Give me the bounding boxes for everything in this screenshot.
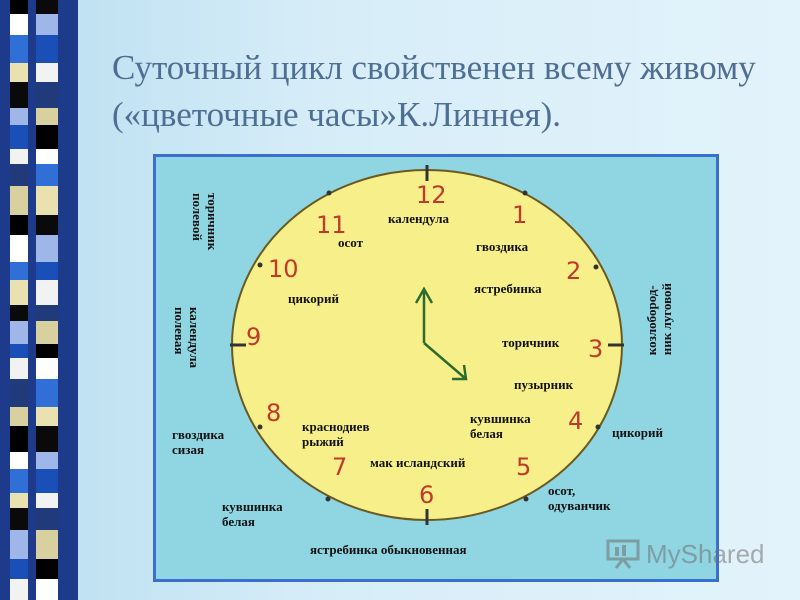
- clock-number-6: 6: [419, 481, 435, 509]
- clock-number-4: 4: [568, 407, 584, 435]
- label-kuvshinka-belaya-outer: кувшинка белая: [222, 499, 283, 529]
- slide-title: Суточный цикл свойственен всему живому (…: [112, 48, 756, 134]
- clock-diagram: [230, 165, 624, 525]
- clock-number-9: 9: [246, 323, 262, 351]
- label-torichnik: торичник: [502, 335, 560, 350]
- label-tsikoriy-outer: цикорий: [612, 425, 664, 440]
- clock-number-2: 2: [566, 257, 582, 285]
- label-calendula-polevaya: календула полевая: [172, 307, 202, 369]
- clock-number-12: 12: [416, 181, 447, 209]
- label-gvozdika-sizaya: гвоздика сизая: [172, 427, 225, 457]
- label-yastrebinka: ястребинка: [474, 281, 542, 296]
- myshared-watermark: MyShared: [606, 536, 765, 572]
- flower-clock-panel: 12 1 2 3 4 5 6 7 8 9 10 11 календула осо…: [153, 154, 719, 582]
- clock-number-8: 8: [266, 399, 282, 427]
- clock-number-10: 10: [268, 255, 299, 283]
- label-kuvshinka-inner: кувшинка белая: [470, 411, 531, 441]
- presentation-icon: [606, 539, 640, 569]
- clock-number-11: 11: [316, 211, 347, 239]
- label-mak: мак исландский: [370, 455, 466, 470]
- label-tsikoriy-inner: цикорий: [288, 291, 340, 306]
- clock-hands: [414, 286, 468, 381]
- decorative-stripes: [0, 0, 78, 600]
- label-torichnik-polevoy: торичник полевой: [190, 193, 220, 251]
- label-osot: осот: [338, 235, 363, 250]
- clock-number-5: 5: [516, 453, 532, 481]
- label-calendula: календула: [388, 211, 450, 226]
- clock-dots: [257, 190, 601, 502]
- label-krasnodnev: краснодиев рыжий: [302, 419, 370, 449]
- label-osot-oduvanchik: осот, одуванчик: [548, 483, 611, 513]
- clock-number-7: 7: [332, 453, 348, 481]
- label-yastrebinka-obyknovennaya: ястребинка обыкновенная: [310, 542, 467, 557]
- clock-ticks: [230, 165, 624, 525]
- watermark-text: MyShared: [646, 538, 765, 569]
- label-gvozdika: гвоздика: [476, 239, 529, 254]
- clock-number-1: 1: [512, 201, 528, 229]
- label-kozlobrodnik: козлобород- ник луговой: [644, 283, 674, 356]
- label-puzyrnik: пузырник: [514, 377, 574, 392]
- clock-number-3: 3: [588, 335, 604, 363]
